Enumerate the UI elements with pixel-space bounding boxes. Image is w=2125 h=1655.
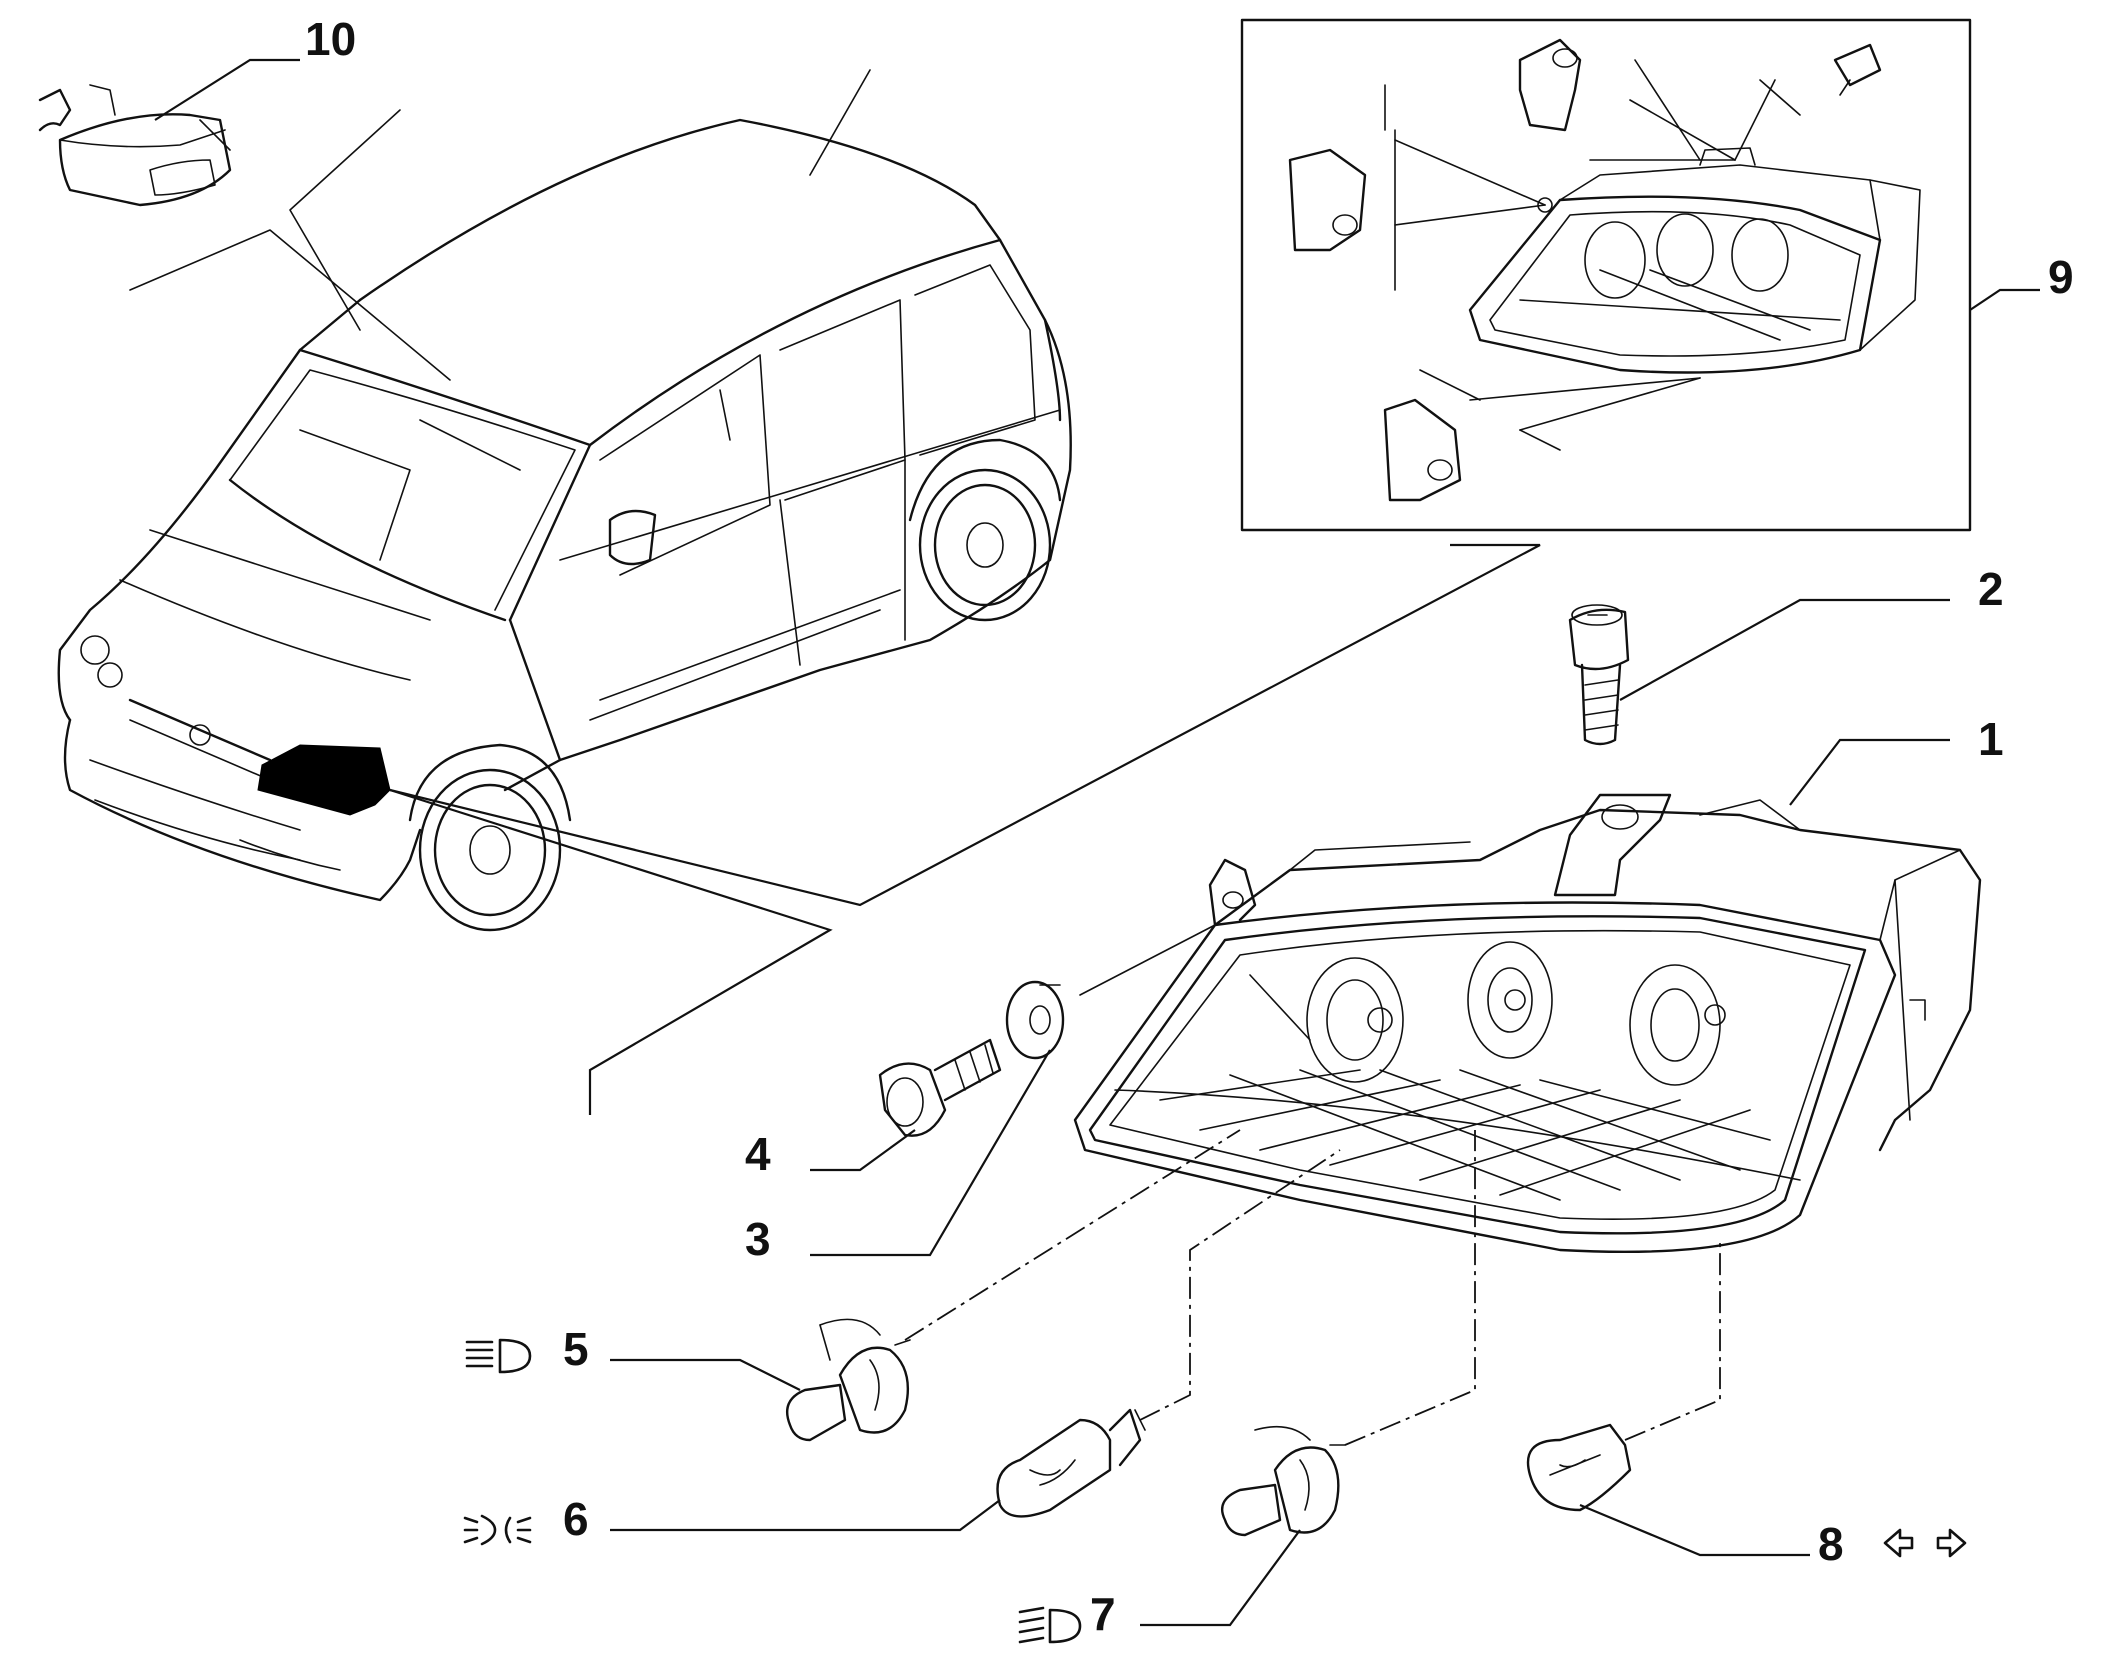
- parking-light-icon: [463, 1514, 532, 1546]
- callout-2: 2: [1978, 563, 2004, 615]
- callout-10: 10: [305, 13, 356, 65]
- car-illustration: [57, 69, 1541, 1115]
- part-6-bulb: [610, 1149, 1341, 1532]
- inset-box-part-9: [1240, 18, 2040, 532]
- part-7-bulb: [1140, 1130, 1476, 1627]
- callout-3: 3: [745, 1213, 771, 1265]
- callout-7: 7: [1090, 1588, 1116, 1640]
- callout-9: 9: [2048, 251, 2074, 303]
- part-1-headlamp: [1073, 738, 1982, 1254]
- turn-signal-icon: [1883, 1528, 1967, 1558]
- part-2-screw: [1568, 598, 1950, 746]
- part-5-bulb: [610, 1129, 1241, 1442]
- part-10-module: [38, 58, 300, 207]
- callout-8: 8: [1818, 1518, 1844, 1570]
- low-beam-icon: [1018, 1606, 1082, 1644]
- high-beam-icon: [465, 1338, 532, 1374]
- part-4-bolt: [810, 1038, 1002, 1172]
- headlamp-highlight: [257, 744, 391, 816]
- callout-1: 1: [1978, 713, 2004, 765]
- part-8-bulb: [1526, 1240, 1810, 1557]
- part-3-washer: [810, 924, 1216, 1257]
- callout-5: 5: [563, 1323, 589, 1375]
- callout-6: 6: [563, 1493, 589, 1545]
- callout-4: 4: [745, 1128, 771, 1180]
